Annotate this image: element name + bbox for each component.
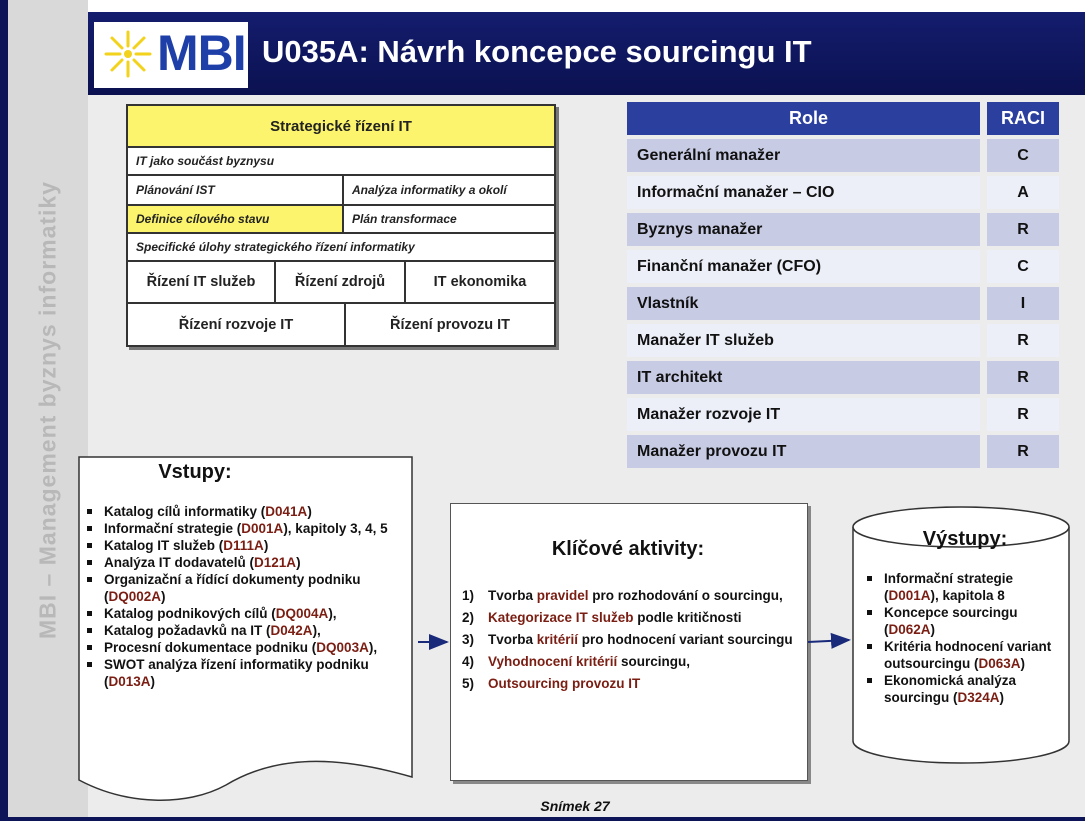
- list-item: 1)Tvorba pravidel pro rozhodování o sour…: [462, 588, 783, 603]
- key-activities-list: 1)Tvorba pravidel pro rozhodování o sour…: [458, 587, 798, 693]
- arrow-activities-to-outputs: [807, 632, 851, 649]
- sun-icon: [104, 30, 152, 78]
- table-row: Manažer IT služeb R: [627, 324, 1059, 357]
- role-raci: R: [987, 361, 1059, 394]
- table-row: Byznys manažer R: [627, 213, 1059, 246]
- list-item: 3)Tvorba kritérií pro hodnocení variant …: [462, 632, 793, 647]
- strategic-cell-development: Řízení rozvoje IT: [127, 303, 345, 346]
- strategic-it-table: Strategické řízení IT IT jako součást by…: [126, 104, 556, 347]
- role-raci: C: [987, 250, 1059, 283]
- list-item: SWOT analýza řízení informatiky podniku …: [84, 656, 414, 690]
- role-name: Manažer provozu IT: [627, 435, 980, 468]
- inputs-title: Vstupy:: [158, 461, 232, 483]
- role-name: Manažer IT služeb: [627, 324, 980, 357]
- list-item: 4)Vyhodnocení kritérií sourcingu,: [462, 654, 691, 669]
- role-raci: R: [987, 324, 1059, 357]
- slide-frame-bottom: [0, 817, 1085, 821]
- list-item: Katalog podnikových cílů (DQ004A),: [84, 605, 414, 622]
- strategic-title-cell: Strategické řízení IT: [127, 105, 555, 147]
- role-name: Vlastník: [627, 287, 980, 320]
- table-row: Generální manažer C: [627, 139, 1059, 172]
- list-item: 5)Outsourcing provozu IT: [462, 676, 641, 691]
- strategic-cell-planning: Plánování IST: [127, 175, 343, 205]
- inputs-document-shape: [76, 455, 416, 815]
- role-raci: C: [987, 139, 1059, 172]
- table-row: Manažer provozu IT R: [627, 435, 1059, 468]
- list-item: Katalog požadavků na IT (D042A),: [84, 622, 414, 639]
- strategic-cell-economics: IT ekonomika: [405, 261, 555, 303]
- role-raci: A: [987, 176, 1059, 209]
- role-name: Manažer rozvoje IT: [627, 398, 980, 431]
- list-item: Kritéria hodnocení variant outsourcingu …: [862, 638, 1062, 672]
- role-name: Generální manažer: [627, 139, 980, 172]
- list-item: Katalog cílů informatiky (D041A): [84, 503, 414, 520]
- raci-table: Role RACI Generální manažer C Informační…: [627, 102, 1059, 472]
- header-bar: [88, 12, 1085, 95]
- strategic-cell-it-services: Řízení IT služeb: [127, 261, 275, 303]
- role-name: Finanční manažer (CFO): [627, 250, 980, 283]
- role-raci: I: [987, 287, 1059, 320]
- key-activities-title: Klíčové aktivity:: [551, 538, 705, 560]
- strategic-cell-resources: Řízení zdrojů: [275, 261, 405, 303]
- outputs-cylinder-shape: [852, 506, 1070, 764]
- role-name: Byznys manažer: [627, 213, 980, 246]
- raci-header-raci: RACI: [987, 102, 1059, 135]
- list-item: 2)Kategorizace IT služeb podle kritičnos…: [462, 610, 742, 625]
- role-name: Informační manažer – CIO: [627, 176, 980, 209]
- slide-frame-left: [0, 0, 8, 821]
- logo-text: MBI: [157, 25, 247, 81]
- list-item: Katalog IT služeb (D111A): [84, 537, 414, 554]
- table-row: Manažer rozvoje IT R: [627, 398, 1059, 431]
- sidebar: [8, 0, 88, 817]
- table-row: Informační manažer – CIO A: [627, 176, 1059, 209]
- strategic-cell-analysis: Analýza informatiky a okolí: [343, 175, 555, 205]
- list-item: Analýza IT dodavatelů (D121A): [84, 554, 414, 571]
- table-row: IT architekt R: [627, 361, 1059, 394]
- strategic-cell-operations: Řízení provozu IT: [345, 303, 555, 346]
- role-raci: R: [987, 213, 1059, 246]
- role-raci: R: [987, 435, 1059, 468]
- list-item: Koncepce sourcingu (D062A): [862, 604, 1062, 638]
- strategic-row-business: IT jako součást byznysu: [127, 147, 555, 175]
- role-raci: R: [987, 398, 1059, 431]
- inputs-list: Katalog cílů informatiky (D041A) Informa…: [84, 503, 414, 690]
- list-item: Informační strategie (D001A), kapitoly 3…: [84, 520, 414, 537]
- strategic-cell-target-state: Definice cílového stavu: [127, 205, 343, 233]
- strategic-cell-transformation: Plán transformace: [343, 205, 555, 233]
- strategic-row-specific-tasks: Specifické úlohy strategického řízení in…: [127, 233, 555, 261]
- list-item: Ekonomická analýza sourcingu (D324A): [862, 672, 1062, 706]
- list-item: Organizační a řídící dokumenty podniku (…: [84, 571, 414, 605]
- role-name: IT architekt: [627, 361, 980, 394]
- list-item: Procesní dokumentace podniku (DQ003A),: [84, 639, 414, 656]
- table-row: Vlastník I: [627, 287, 1059, 320]
- outputs-title: Výstupy:: [922, 528, 1008, 550]
- list-item: Informační strategie (D001A), kapitola 8: [862, 570, 1062, 604]
- table-row: Finanční manažer (CFO) C: [627, 250, 1059, 283]
- slide-number: Snímek 27: [540, 798, 610, 814]
- key-activities-box: [450, 503, 808, 781]
- page-title: U035A: Návrh koncepce sourcingu IT: [262, 34, 812, 69]
- raci-header-row: Role RACI: [627, 102, 1059, 135]
- raci-header-role: Role: [627, 102, 980, 135]
- outputs-list: Informační strategie (D001A), kapitola 8…: [862, 570, 1062, 706]
